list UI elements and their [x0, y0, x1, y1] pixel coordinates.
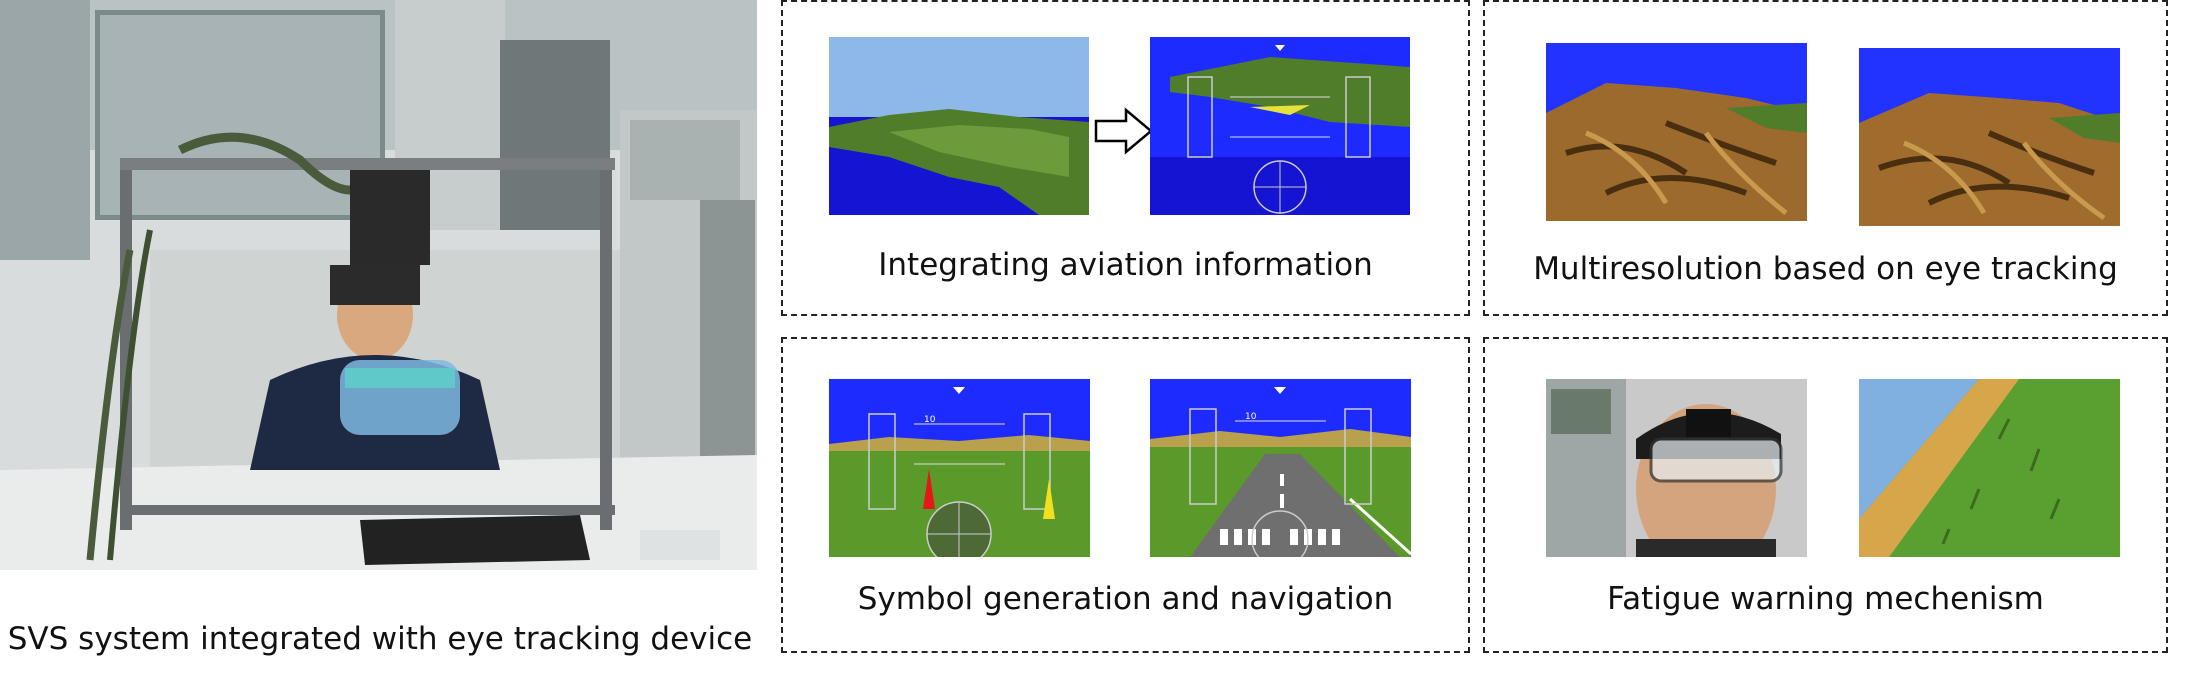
- main-caption: SVS system integrated with eye tracking …: [7, 621, 753, 657]
- panel-multiresolution: Multiresolution based on eye tracking: [1483, 0, 2168, 316]
- hud-symbols-view: 10: [829, 379, 1090, 557]
- terrain-view-plain: [829, 37, 1089, 215]
- panel-caption: Integrating aviation information: [878, 247, 1373, 283]
- terrain-high-res: [1546, 43, 1807, 221]
- panel-caption: Multiresolution based on eye tracking: [1533, 251, 2118, 287]
- panel-caption: Symbol generation and navigation: [857, 581, 1394, 617]
- pitch-label: 10: [1245, 412, 1257, 422]
- panel-caption: Fatigue warning mechenism: [1607, 581, 2044, 617]
- arrow-right-icon: [1094, 107, 1154, 155]
- eye-tracker-wearer-photo: [1546, 379, 1807, 557]
- panel-aviation-info: Integrating aviation information: [781, 0, 1470, 316]
- panel-fatigue-warning: Fatigue warning mechenism: [1483, 337, 2168, 653]
- runway-approach-view: 10: [1150, 379, 1411, 557]
- terrain-low-res: [1859, 48, 2120, 226]
- panel-symbol-navigation: 10 10: [781, 337, 1470, 653]
- pitch-label: 10: [924, 415, 936, 425]
- lab-photo: [0, 0, 757, 570]
- terrain-view-hud: [1150, 37, 1410, 215]
- terrain-slope-view: [1859, 379, 2120, 557]
